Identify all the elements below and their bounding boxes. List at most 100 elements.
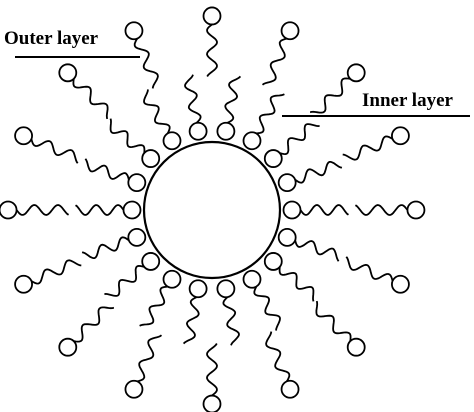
inner-layer-molecule xyxy=(75,200,142,220)
molecule-head xyxy=(141,149,161,168)
molecule-head xyxy=(188,279,208,299)
molecule-head xyxy=(242,131,262,151)
inner-layer-molecule xyxy=(84,158,147,193)
molecule-tail xyxy=(73,306,115,343)
molecule-tail xyxy=(309,77,351,114)
molecule-head xyxy=(188,121,208,141)
molecule-tail xyxy=(299,204,349,216)
molecule-head xyxy=(58,63,78,83)
molecule-tail xyxy=(278,266,315,302)
outer-layer-molecule xyxy=(124,334,163,399)
molecule-tail xyxy=(136,334,163,383)
molecule-head xyxy=(406,200,426,220)
inner-layer-molecule xyxy=(182,279,208,345)
molecule-tail xyxy=(139,285,168,327)
molecule-tail xyxy=(261,37,288,86)
outer-layer-molecule xyxy=(58,63,109,120)
molecule-head xyxy=(14,126,33,146)
molecule-head xyxy=(346,63,366,83)
inner-layer-molecule xyxy=(81,227,147,259)
molecule-head xyxy=(127,227,147,247)
molecule-head xyxy=(263,252,283,271)
molecule-head xyxy=(282,200,302,220)
inner-layer-molecule xyxy=(216,279,240,346)
molecule-head xyxy=(162,131,182,151)
outer-layer-molecule xyxy=(202,343,222,412)
inner-layer-molecule xyxy=(216,75,242,141)
molecule-tail xyxy=(109,118,146,154)
outer-layer-molecule xyxy=(354,200,426,220)
molecule-head xyxy=(202,6,222,26)
outer-layer-molecule xyxy=(265,331,300,399)
molecule-head xyxy=(277,227,297,247)
molecule-head xyxy=(124,379,144,399)
outer-layer-molecule xyxy=(58,306,115,357)
inner-layer-molecule xyxy=(143,89,182,151)
inner-layer-molecule xyxy=(263,123,320,168)
inner-layer-molecule xyxy=(282,200,349,220)
molecule-head xyxy=(124,21,144,41)
outer-layer-molecule xyxy=(315,300,366,357)
molecule-tail xyxy=(342,135,394,161)
inner-layer-molecule xyxy=(109,118,161,168)
molecule-tail xyxy=(30,259,82,285)
molecule-head xyxy=(391,126,410,146)
molecule-tail xyxy=(184,74,202,124)
molecule-head xyxy=(122,200,142,220)
outer-layer-molecules xyxy=(0,6,426,412)
molecule-tail xyxy=(279,123,320,156)
inner-layer-molecule xyxy=(263,252,315,302)
outer-layer-molecule xyxy=(14,259,82,294)
molecule-head xyxy=(216,279,236,299)
inner-layer-molecule xyxy=(242,93,285,151)
molecule-head xyxy=(346,337,366,357)
molecule-tail xyxy=(81,236,130,259)
outer-layer-molecule xyxy=(345,256,410,294)
molecule-tail xyxy=(253,286,281,331)
molecule-tail xyxy=(182,296,200,345)
molecule-head xyxy=(391,274,410,294)
inner-layer-molecule xyxy=(242,269,281,331)
inner-layer-molecule xyxy=(104,252,161,297)
inner-layer-molecules xyxy=(75,74,349,346)
outer-layer-molecule xyxy=(0,200,70,220)
outer-layer-molecule xyxy=(202,6,222,77)
molecule-tail xyxy=(104,264,145,297)
molecule-tail xyxy=(265,331,291,382)
molecule-head xyxy=(202,394,222,412)
molecule-tail xyxy=(84,158,130,180)
molecule-tail xyxy=(294,240,340,262)
micelle-core xyxy=(142,140,282,280)
molecule-head xyxy=(277,173,297,193)
inner-layer-molecule xyxy=(139,269,182,327)
molecule-head xyxy=(58,337,78,357)
molecule-head xyxy=(280,379,300,399)
molecule-tail xyxy=(345,256,394,282)
inner-layer-molecule xyxy=(277,227,340,262)
molecule-head xyxy=(242,269,262,289)
molecule-head xyxy=(216,121,236,141)
molecule-tail xyxy=(75,204,125,216)
molecule-head xyxy=(162,269,182,289)
outer-layer-molecule xyxy=(124,21,159,89)
molecule-tail xyxy=(133,38,159,89)
molecule-head xyxy=(0,200,18,220)
molecule-head xyxy=(141,252,161,271)
molecule-tail xyxy=(256,93,285,135)
molecule-head xyxy=(263,149,283,168)
molecule-head xyxy=(14,274,33,294)
molecule-tail xyxy=(30,138,79,164)
molecule-tail xyxy=(206,23,218,77)
molecule-head xyxy=(127,173,147,193)
inner-layer-molecule xyxy=(277,161,343,193)
molecule-head xyxy=(280,21,300,41)
molecule-tail xyxy=(224,75,242,124)
outer-layer-label: Outer layer xyxy=(4,28,99,49)
molecule-tail xyxy=(294,161,343,184)
outer-layer-molecule xyxy=(309,63,366,114)
molecule-tail xyxy=(72,78,109,120)
molecule-tail xyxy=(354,204,409,216)
outer-layer-molecule xyxy=(261,21,300,86)
inner-layer-molecule xyxy=(184,74,208,141)
